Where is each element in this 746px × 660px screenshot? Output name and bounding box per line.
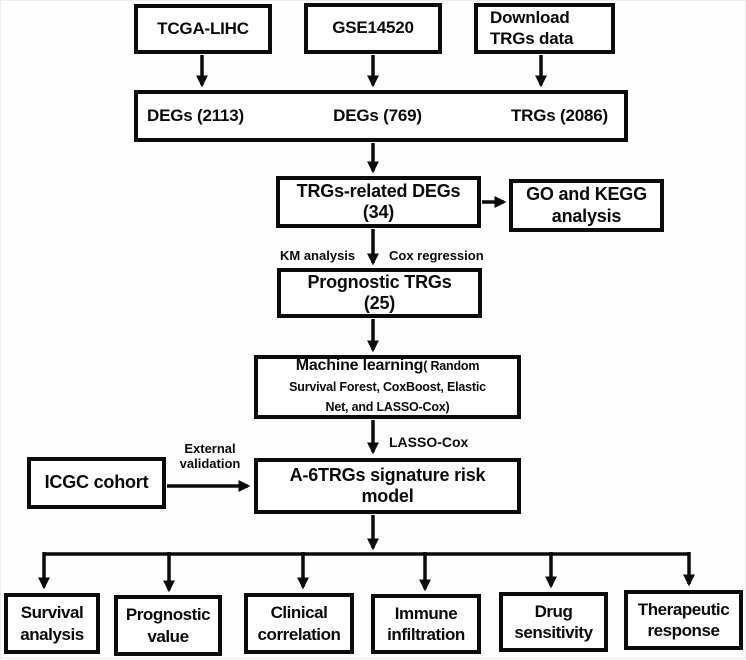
clinical-correlation-line1: Clinical <box>270 603 328 623</box>
gse14520-label: GSE14520 <box>332 18 414 38</box>
immune-infiltration-box: Immune infiltration <box>371 594 481 654</box>
therapeutic-response-box: Therapeutic response <box>624 590 743 650</box>
go-kegg-line1: GO and KEGG <box>526 184 647 205</box>
prognostic-value-box: Prognostic value <box>114 595 222 656</box>
trgs-2086-label: TRGs (2086) <box>510 105 608 125</box>
download-trgs-line1: Download <box>490 8 570 28</box>
degs-769-label: DEGs (769) <box>333 105 422 125</box>
risk-model-line2: model <box>361 486 414 506</box>
machine-learning-text: Machine learning( Random Survival Forest… <box>289 356 486 417</box>
machine-learning-box: Machine learning( Random Survival Forest… <box>254 355 521 419</box>
degs-trgs-box: DEGs (2113) DEGs (769) TRGs (2086) <box>134 90 628 142</box>
machine-learning-line3: Net, and LASSO-Cox) <box>325 400 450 415</box>
tcga-lihc-label: TCGA-LIHC <box>157 18 249 38</box>
risk-model-box: A-6TRGs signature risk model <box>254 458 521 514</box>
external-validation-line1: External <box>184 441 236 456</box>
lasso-cox-label: LASSO-Cox <box>389 434 469 450</box>
go-kegg-box: GO and KEGG analysis <box>509 179 664 232</box>
icgc-cohort-box: ICGC cohort <box>27 457 166 509</box>
trgs-related-degs-line1: TRGs-related DEGs <box>296 180 461 201</box>
immune-infiltration-line1: Immune <box>394 603 458 623</box>
drug-sensitivity-box: Drug sensitivity <box>499 592 608 652</box>
therapeutic-response-line2: response <box>647 621 720 640</box>
immune-infiltration-line2: infiltration <box>387 625 465 644</box>
gse14520-box: GSE14520 <box>304 3 442 54</box>
tcga-lihc-box: TCGA-LIHC <box>134 4 272 54</box>
prognostic-trgs-count: (25) <box>363 293 396 313</box>
external-validation-label: External validation <box>164 441 256 472</box>
trgs-related-degs-count: (34) <box>362 202 395 222</box>
survival-analysis-line1: Survival <box>20 603 84 623</box>
trgs-related-degs-box: TRGs-related DEGs (34) <box>276 176 481 228</box>
machine-learning-line2: Survival Forest, CoxBoost, Elastic <box>289 379 486 394</box>
drug-sensitivity-line1: Drug <box>534 601 573 621</box>
external-validation-line2: validation <box>179 455 241 471</box>
risk-model-line1: A-6TRGs signature risk <box>289 464 486 485</box>
prognostic-trgs-box: Prognostic TRGs (25) <box>277 268 482 318</box>
clinical-correlation-box: Clinical correlation <box>244 593 354 654</box>
clinical-correlation-line2: correlation <box>257 624 341 644</box>
machine-learning-title-suffix: ( Random <box>423 359 480 374</box>
prognostic-value-line1: Prognostic <box>125 605 211 625</box>
cox-regression-label: Cox regression <box>389 248 484 263</box>
prognostic-trgs-line1: Prognostic TRGs <box>307 271 452 292</box>
icgc-cohort-label: ICGC cohort <box>44 472 149 493</box>
drug-sensitivity-line2: sensitivity <box>514 623 593 642</box>
prognostic-value-line2: value <box>147 626 189 646</box>
km-analysis-label: KM analysis <box>280 248 356 263</box>
download-trgs-line2: TRGs data <box>490 28 574 48</box>
machine-learning-title: Machine learning <box>295 357 424 375</box>
degs-2113-label: DEGs (2113) <box>147 105 245 125</box>
go-kegg-line2: analysis <box>551 205 622 226</box>
download-trgs-box: Download TRGs data <box>474 3 615 54</box>
survival-analysis-line2: analysis <box>20 624 84 644</box>
therapeutic-response-line1: Therapeutic <box>637 599 730 619</box>
survival-analysis-box: Survival analysis <box>4 593 100 654</box>
